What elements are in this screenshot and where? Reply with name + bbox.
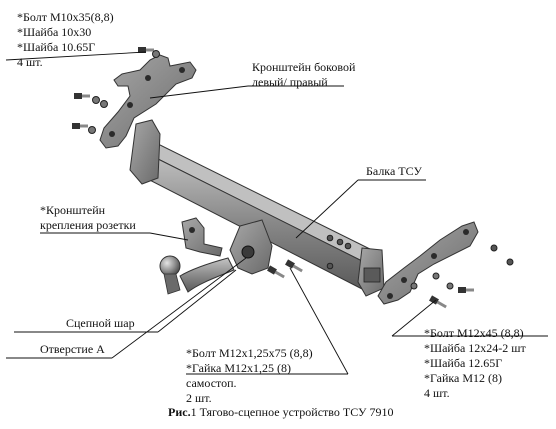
- label-side-bracket-line1: Кронштейн боковой: [252, 60, 356, 74]
- label-side-bracket: Кронштейн боковой левый/ правый: [252, 60, 355, 90]
- label-socket-bracket: *Кронштейн крепления розетки: [40, 203, 136, 233]
- label-bolt-right-line1: *Болт М12х45 (8,8): [424, 326, 524, 340]
- label-bolt-top: *Болт М10х35(8,8) *Шайба 10х30 *Шайба 10…: [17, 10, 114, 70]
- towbar-beam: [129, 119, 385, 297]
- label-bolt-right: *Болт М12х45 (8,8) *Шайба 12х24-2 шт *Ша…: [424, 326, 526, 401]
- right-side-bracket: [377, 221, 479, 305]
- leader-bolt-top: [5, 51, 147, 61]
- label-bolt-right-line5: 4 шт.: [424, 386, 450, 400]
- label-bolt-right-line4: *Гайка М12 (8): [424, 371, 503, 385]
- figure-caption-prefix: Рис.: [168, 405, 191, 419]
- label-bolt-right-line2: *Шайба 12х24-2 шт: [424, 341, 526, 355]
- leader-bracket-side: [149, 85, 249, 99]
- leader-hole: [111, 257, 247, 359]
- label-bolt-center-line4: 2 шт.: [186, 391, 212, 405]
- label-side-bracket-line2: левый/ правый: [252, 75, 328, 89]
- label-bolt-center-line2: *Гайка М12х1,25 (8): [186, 361, 292, 375]
- figure-caption-text: 1 Тягово-сцепное устройство ТСУ 7910: [190, 405, 394, 419]
- leader-right-bolts: [391, 299, 437, 337]
- leader-beam: [295, 179, 359, 239]
- label-beam: Балка ТСУ: [366, 164, 422, 178]
- label-bolt-top-line1: *Болт М10х35(8,8): [17, 10, 114, 24]
- label-bolt-top-line4: 4 шт.: [17, 55, 43, 69]
- label-tow-ball: Сцепной шар: [66, 316, 135, 330]
- label-bolt-right-line3: *Шайба 12.65Г: [424, 356, 503, 370]
- leader-ball: [157, 269, 237, 333]
- bolts-center: [267, 234, 352, 279]
- leader-lines: [5, 51, 548, 375]
- label-bolt-top-line3: *Шайба 10.65Г: [17, 40, 96, 54]
- bolts-right: [410, 244, 514, 309]
- bolts-top-left: [72, 47, 160, 134]
- socket-bracket: [181, 217, 223, 257]
- label-bolt-center-line3: самостоп.: [186, 376, 237, 390]
- label-socket-bracket-line2: крепления розетки: [40, 218, 136, 232]
- hitch-assembly: [159, 219, 273, 295]
- label-bolt-center: *Болт М12х1,25х75 (8,8) *Гайка М12х1,25 …: [186, 346, 313, 406]
- label-bolt-top-line2: *Шайба 10х30: [17, 25, 92, 39]
- label-socket-bracket-line1: *Кронштейн: [40, 203, 106, 217]
- leader-center-bolts: [289, 267, 349, 375]
- leader-socket: [149, 232, 189, 241]
- label-hole-a: Отверстие А: [40, 342, 105, 356]
- figure-caption: Рис.1 Тягово-сцепное устройство ТСУ 7910: [168, 405, 394, 420]
- label-bolt-center-line1: *Болт М12х1,25х75 (8,8): [186, 346, 313, 360]
- left-side-bracket: [99, 54, 197, 149]
